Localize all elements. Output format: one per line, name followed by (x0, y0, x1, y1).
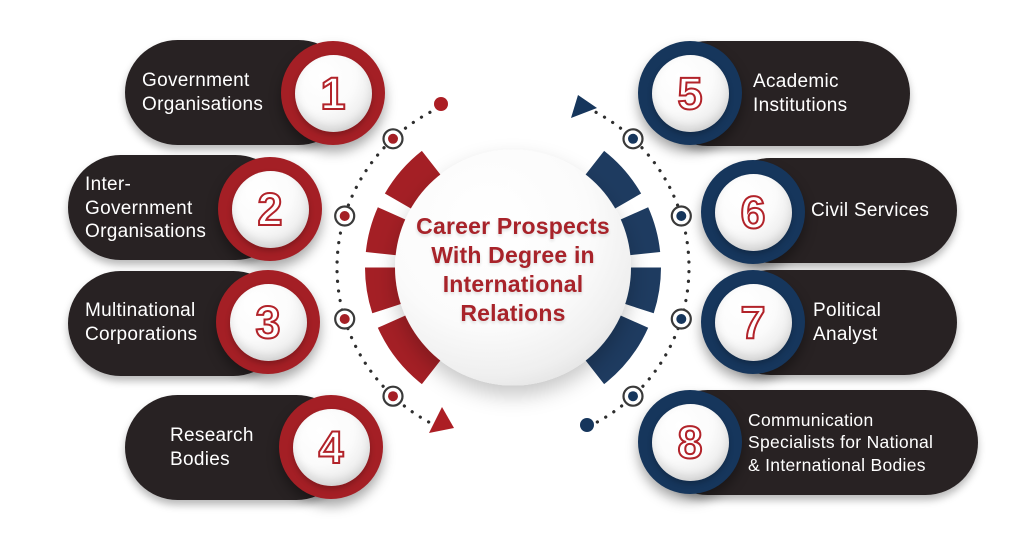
item-number: 8 (676, 416, 703, 468)
item-number-ball: 3 (229, 283, 307, 361)
item-number: 5 (676, 67, 703, 119)
ring-navy (578, 150, 661, 385)
item-label: Inter- Government Organisations (85, 173, 207, 243)
item-number-badge: 2 (218, 157, 322, 261)
red-arrow-icon (429, 407, 454, 433)
item-label: Government Organisations (142, 70, 264, 115)
red-end-dot (434, 97, 448, 111)
donut-markers-right (622, 128, 692, 407)
career-item-2: Inter- Government Organisations 2 (68, 155, 324, 262)
item-label: Communication Specialists for National &… (748, 410, 934, 475)
career-item-4: Research Bodies 4 (125, 395, 387, 500)
item-number-badge: 7 (701, 270, 805, 374)
item-number-ball: 1 (294, 54, 372, 132)
donut-markers-left (334, 128, 404, 407)
career-item-8: Communication Specialists for National &… (638, 390, 978, 495)
item-number: 1 (319, 67, 346, 119)
item-number-ball: 4 (292, 408, 370, 486)
item-number-ball: 8 (651, 403, 729, 481)
ring-red (365, 150, 448, 385)
item-number: 4 (317, 421, 344, 473)
item-label: Academic Institutions (753, 70, 848, 116)
infographic-title: Career Prospects With Degree in Internat… (416, 213, 610, 326)
item-number: 6 (739, 186, 766, 238)
item-number-badge: 4 (279, 395, 383, 499)
item-number-badge: 6 (701, 160, 805, 264)
item-number-badge: 8 (638, 390, 742, 494)
item-number-badge: 5 (638, 41, 742, 145)
item-number: 3 (254, 296, 281, 348)
item-number-ball: 2 (231, 170, 309, 248)
career-item-1: Government Organisations 1 (125, 40, 387, 146)
item-number-ball: 7 (714, 283, 792, 361)
career-item-5: Academic Institutions 5 (638, 41, 910, 146)
item-number-badge: 3 (216, 270, 320, 374)
item-number-badge: 1 (281, 41, 385, 145)
navy-end-dot (580, 418, 594, 432)
item-label: Research Bodies (170, 424, 254, 470)
career-item-7: Political Analyst 7 (701, 270, 957, 375)
item-number: 2 (256, 183, 283, 235)
career-item-6: Civil Services 6 (701, 158, 957, 264)
item-number-ball: 6 (714, 173, 792, 251)
item-label: Civil Services (811, 199, 930, 221)
item-label: Political Analyst (813, 299, 882, 345)
navy-arrow-icon (571, 95, 597, 118)
item-number-ball: 5 (651, 54, 729, 132)
center-sphere (395, 149, 631, 386)
item-number: 7 (739, 296, 766, 348)
career-item-3: Multinational Corporations 3 (68, 270, 324, 376)
item-label: Multinational Corporations (85, 300, 198, 345)
